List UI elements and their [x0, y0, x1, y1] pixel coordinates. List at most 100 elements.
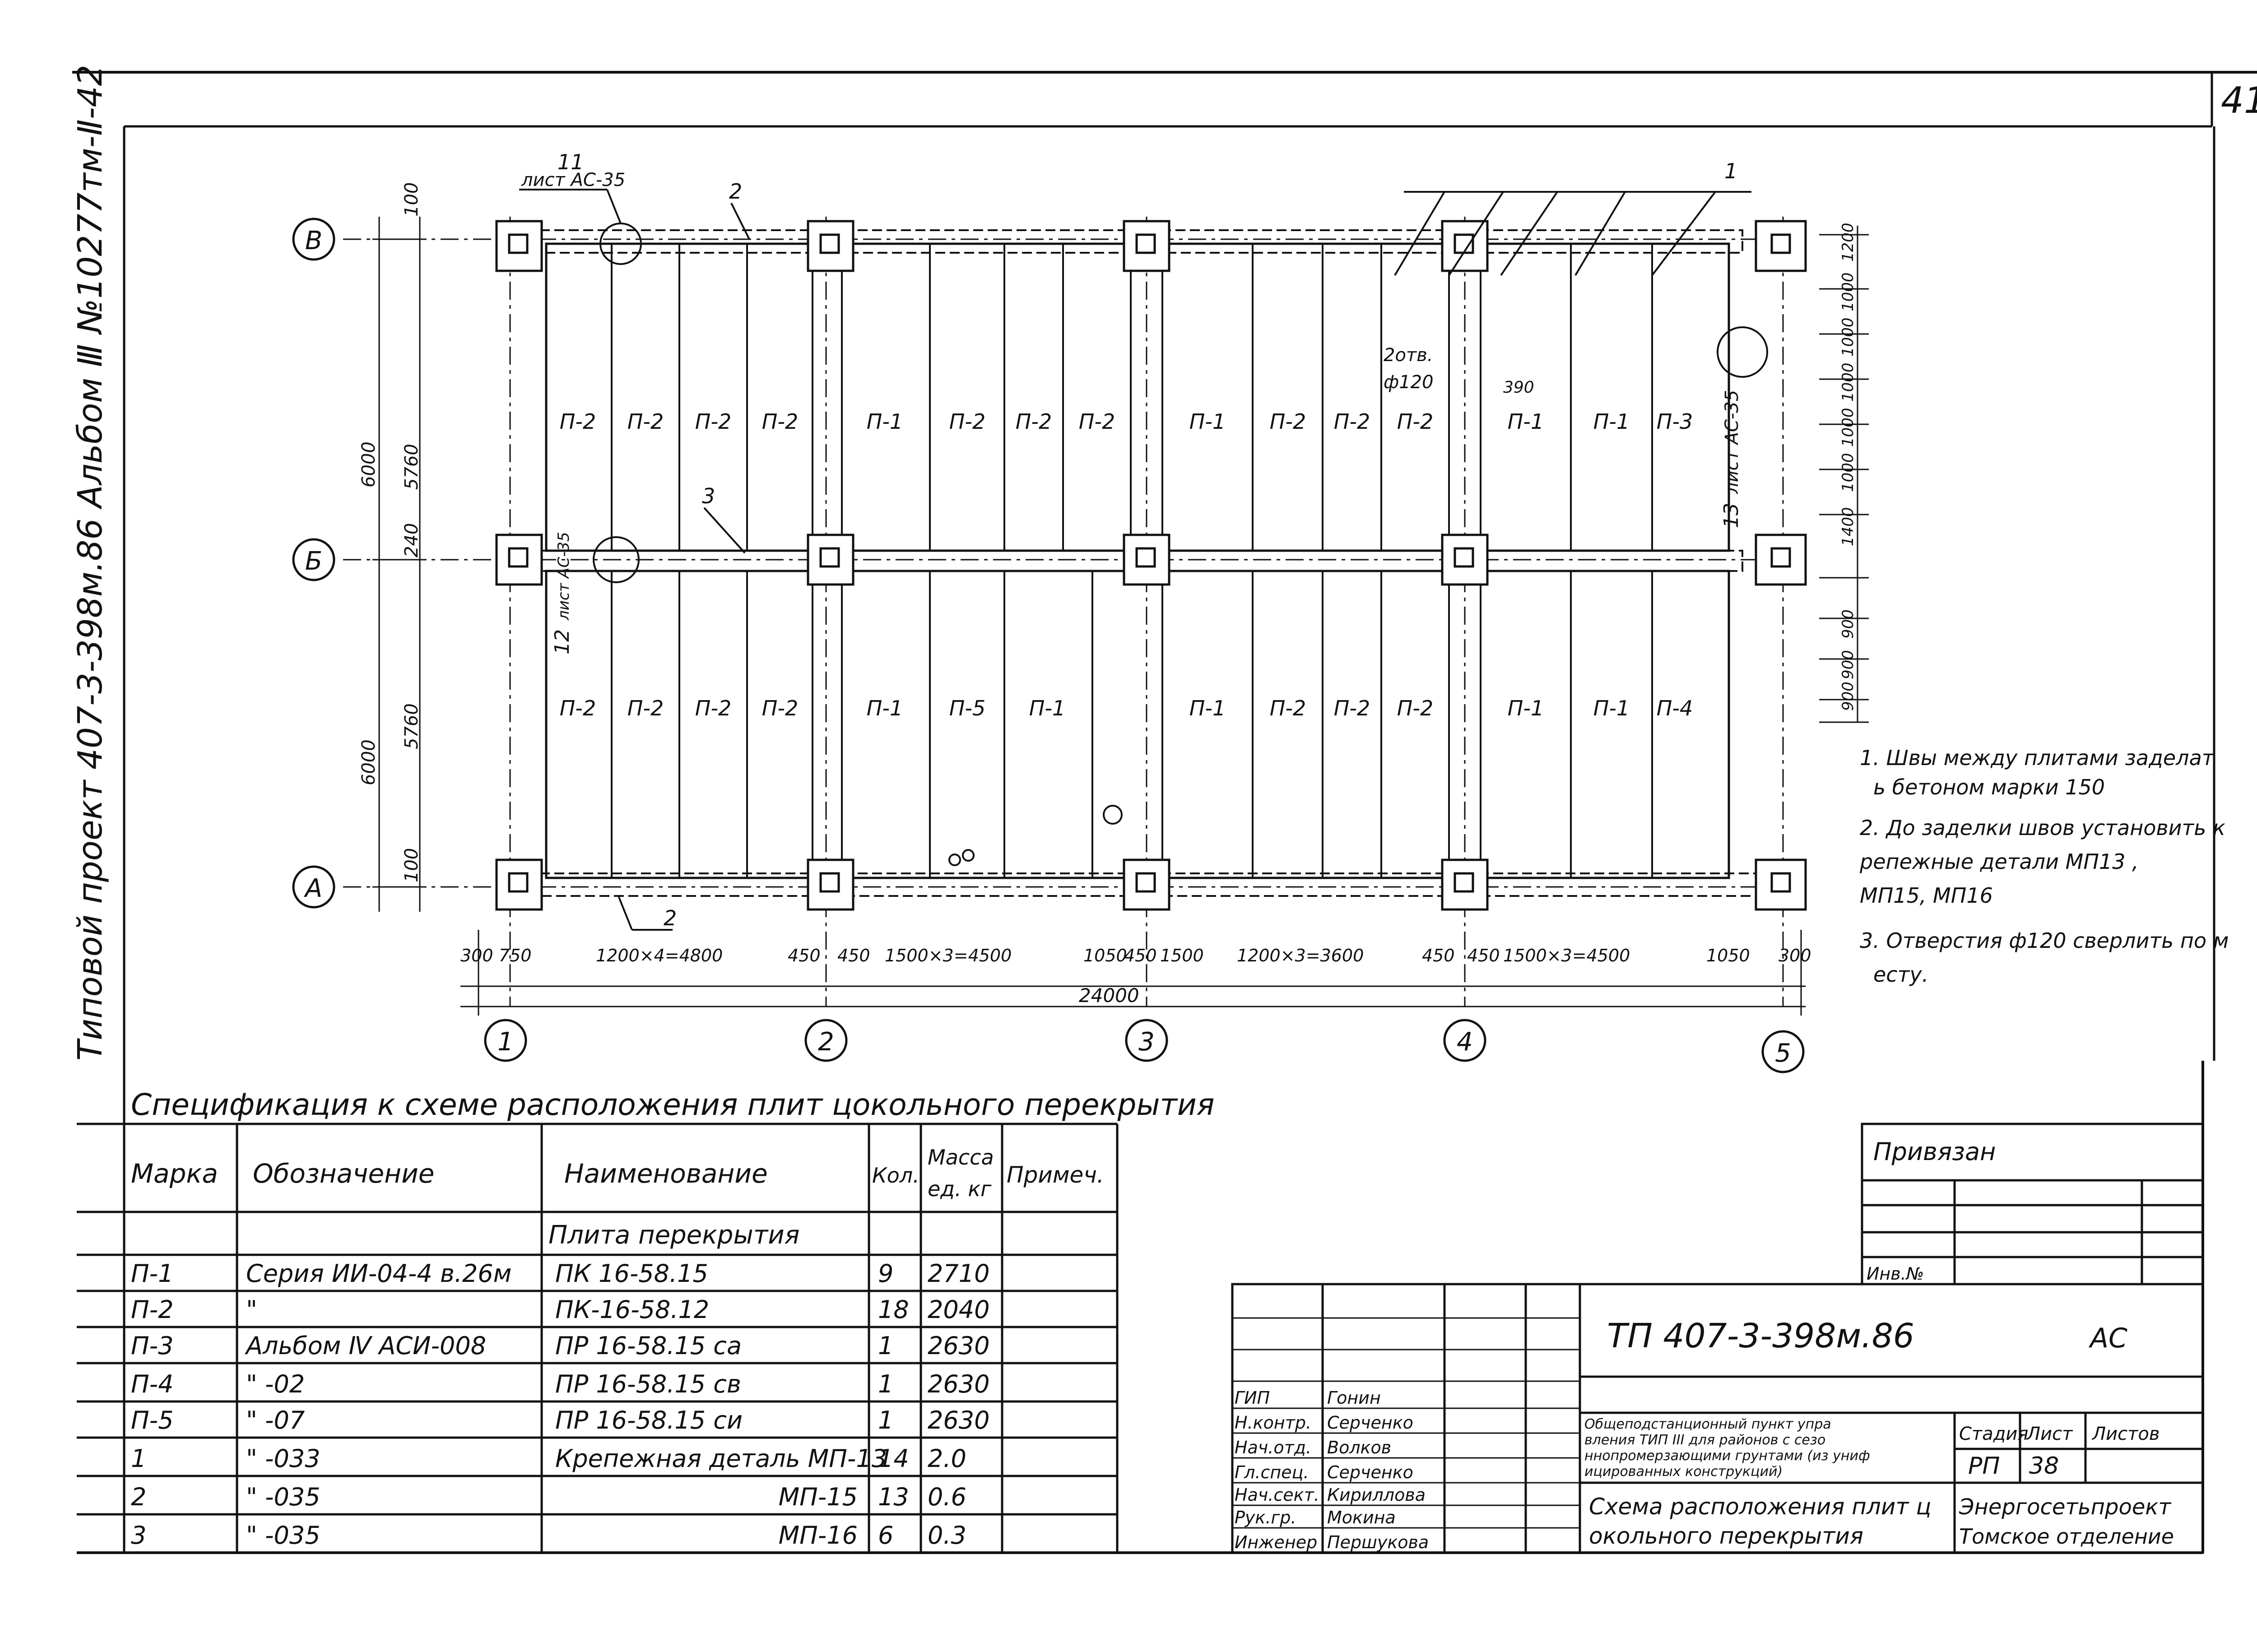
spec-cell: МП-16	[779, 1521, 858, 1550]
slab-label: П-2	[1334, 409, 1370, 434]
dim-right: 1000	[1839, 453, 1857, 492]
spec-cell: П-5	[131, 1406, 173, 1434]
slab-label: П-2	[627, 409, 664, 434]
slab-label: П-2	[762, 696, 798, 720]
slab-label: П-1	[1189, 409, 1226, 434]
callout-11: 11	[557, 150, 584, 174]
spec-cell: 9	[878, 1259, 893, 1288]
spec-cell: " -02	[246, 1370, 305, 1398]
spec-cell: П-1	[131, 1259, 173, 1288]
dim-bottom: 300	[460, 946, 493, 965]
slab-label: П-2	[560, 409, 596, 434]
note-3: 3. Отверстия ф120 сверлить по м	[1860, 928, 2229, 953]
spec-cell: 0.6	[928, 1483, 966, 1511]
dim-right: 1400	[1839, 507, 1857, 546]
spec-cell: Альбом Ⅳ АСИ-008	[245, 1332, 486, 1360]
slab-label: П-4	[1657, 696, 1693, 720]
role-label: Инженер	[1235, 1532, 1317, 1552]
slab-label: П-2	[1016, 409, 1052, 434]
spec-header: Наименование	[564, 1158, 768, 1189]
role-label: Нач.сект.	[1235, 1485, 1319, 1505]
callout-12: 12лист АС-35	[551, 532, 574, 654]
slab-label: П-2	[1397, 696, 1433, 720]
side-title: Типовой проект 407-3-398м.86 Альбом Ⅲ №1…	[71, 65, 110, 1061]
note-2b: репежные детали МП13 ,	[1859, 849, 2139, 874]
dim-right: 1000	[1839, 408, 1857, 447]
dim-left-6000-top: 6000	[358, 441, 379, 487]
note-3b: есту.	[1873, 962, 1928, 987]
spec-cell: 1	[131, 1444, 146, 1473]
privyazan-block: Привязан Инв.№	[1861, 1123, 2204, 1285]
axis-col-2: 2	[818, 1027, 834, 1057]
spec-cell: 3	[131, 1521, 146, 1550]
dim-left-100-top: 100	[401, 182, 422, 217]
dim-left-100-bot: 100	[401, 848, 422, 882]
doc-mark: АС	[2088, 1323, 2127, 1354]
spec-header: Масса	[928, 1145, 994, 1169]
spec-header: Обозначение	[253, 1158, 434, 1189]
callout-13: 13лист АС-35	[1720, 390, 1743, 528]
spec-cell: П-4	[131, 1370, 173, 1398]
spec-header: Примеч.	[1007, 1162, 1104, 1188]
slab-label: П-2	[949, 409, 985, 434]
spec-cell: ПР 16-58.15 св	[555, 1370, 741, 1398]
slab-label: П-1	[1508, 409, 1544, 434]
dim-bottom: 1500×3=4500	[885, 946, 1012, 965]
spec-header: ед. кг	[928, 1177, 992, 1201]
org-name-1: Энергосетьпроект	[1959, 1494, 2172, 1520]
callout-2-top: 2	[729, 179, 742, 204]
spec-cell: ПР 16-58.15 си	[555, 1406, 743, 1434]
dim-left-5760-bot: 5760	[401, 703, 422, 749]
axis-col-3: 3	[1138, 1027, 1155, 1057]
sheet-label: Лист	[2026, 1424, 2073, 1444]
dim-bottom: 750	[499, 946, 532, 965]
slab-label: П-2	[560, 696, 596, 720]
hole-diameter: ф120	[1384, 372, 1434, 393]
role-name: Кириллова	[1327, 1485, 1426, 1505]
spec-cell: ПК-16-58.12	[555, 1295, 709, 1324]
slab-label: П-2	[762, 409, 798, 434]
drawing-name-1: Схема расположения плит ц	[1589, 1494, 1931, 1520]
role-label: Н.контр.	[1235, 1413, 1311, 1433]
slab-label: П-5	[949, 696, 985, 720]
slab-label: П-2	[627, 696, 664, 720]
hole-label: 2отв.	[1384, 345, 1433, 366]
dim-left-240: 240	[401, 523, 422, 557]
spec-cell: 1	[878, 1332, 893, 1360]
axis-row-a: А	[304, 874, 322, 903]
spec-cell: 14	[878, 1444, 909, 1473]
inv-label: Инв.№	[1867, 1264, 1924, 1284]
slab-label: П-2	[1397, 409, 1433, 434]
dim-left-6000-bot: 6000	[358, 739, 379, 785]
spec-cell: 18	[878, 1295, 909, 1324]
slab-label: П-3	[1657, 409, 1693, 434]
dim-bottom: 1500	[1160, 946, 1204, 965]
dim-bottom: 450	[837, 946, 870, 965]
axis-col-1: 1	[497, 1027, 514, 1057]
spec-cell: 2630	[928, 1332, 989, 1360]
spec-cell: " -07	[246, 1406, 305, 1434]
object-name-3: ннопромерзающими грунтами (из униф	[1584, 1448, 1870, 1464]
spec-cell: " -033	[246, 1444, 320, 1473]
doc-code: ТП 407-3-398м.86	[1607, 1317, 1914, 1355]
slab-label: П-2	[1334, 696, 1370, 720]
sheets-label: Листов	[2091, 1424, 2159, 1444]
dim-bottom: 450	[788, 946, 821, 965]
callout-3: 3	[702, 484, 715, 508]
dim-right: 1000	[1839, 317, 1857, 357]
dim-right: 900	[1839, 682, 1857, 711]
note-2: 2. До заделки швов установить к	[1860, 816, 2225, 840]
slab-label: П-2	[1270, 696, 1306, 720]
spec-cell: 0.3	[928, 1521, 966, 1550]
role-label: Рук.гр.	[1235, 1508, 1296, 1527]
dim-right: 1000	[1839, 272, 1857, 311]
spec-cell: " -035	[246, 1483, 320, 1511]
axis-row-b: Б	[305, 547, 322, 576]
spec-group-label: Плита перекрытия	[548, 1220, 799, 1250]
spec-cell: Серия ИИ-04-4 в.26м	[246, 1259, 511, 1288]
role-label: ГИП	[1235, 1388, 1270, 1408]
axis-row-v: В	[305, 226, 322, 255]
drawing-name-2: окольного перекрытия	[1589, 1523, 1863, 1549]
